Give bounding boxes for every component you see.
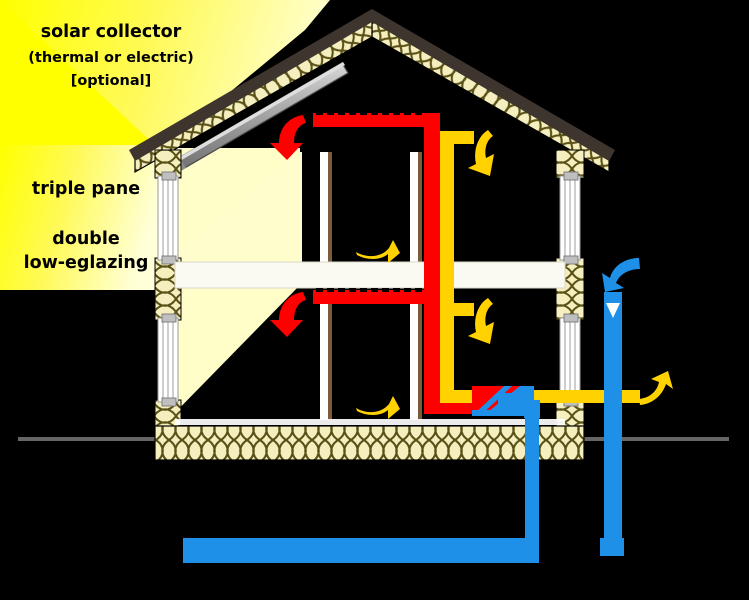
intake-triangle-icon xyxy=(606,303,620,318)
interior-partition-upper-right xyxy=(410,152,422,262)
glazing-label-line1: triple pane xyxy=(32,179,140,199)
upper-return-arrow xyxy=(468,130,494,176)
outdoor-riser-bottom-joint xyxy=(600,538,624,556)
outdoor-riser-pipe xyxy=(604,292,622,542)
intake-arrow xyxy=(602,258,640,292)
mid-return-arrow xyxy=(468,298,494,344)
lower-floor-line xyxy=(175,419,565,425)
glazing-label-line2: double xyxy=(52,229,120,249)
window-right-upper xyxy=(559,171,581,265)
glazing-label: triple pane double low-eglazing xyxy=(24,179,149,273)
return-riser xyxy=(440,131,454,403)
interior-partition-lower-right xyxy=(410,290,422,420)
glazing-label-line3: low-eglazing xyxy=(24,253,149,273)
window-left-lower xyxy=(157,313,179,407)
upper-supply-arrow xyxy=(270,115,306,160)
intake-cap xyxy=(604,292,622,300)
foundation-slab xyxy=(154,425,585,461)
roof-outer-edge-right xyxy=(372,9,615,161)
lower-supply-duct xyxy=(313,290,431,304)
solar-collector-label-line2: (thermal or electric) xyxy=(28,50,193,66)
solar-collector-label: solar collector (thermal or electric) [o… xyxy=(28,22,193,89)
heat-pump-unit xyxy=(472,386,538,416)
lower-supply-diffuser-notches xyxy=(316,288,422,292)
upper-supply-duct xyxy=(313,113,431,127)
window-left-upper xyxy=(157,171,179,265)
interior-partition-upper-left xyxy=(320,152,332,262)
return-branch-upper xyxy=(440,131,474,144)
roof xyxy=(129,9,615,174)
lower-room-flow-arrow xyxy=(356,396,400,419)
return-branch-lower xyxy=(440,303,474,316)
roof-outer-edge-left xyxy=(129,9,372,161)
right-exterior-wall xyxy=(555,149,585,431)
interior-partition-lower-left xyxy=(320,290,332,420)
supply-riser xyxy=(424,113,440,413)
exhaust-arrow xyxy=(639,371,673,405)
upper-supply-diffuser-notches xyxy=(316,111,422,115)
solar-collector-label-line1: solar collector xyxy=(41,22,182,42)
upper-room-flow-arrow xyxy=(356,240,400,263)
solar-collector-label-line3: [optional] xyxy=(71,73,152,89)
ground-loop-heatpump-joint xyxy=(524,400,540,418)
ground-loop-bottom-run xyxy=(183,538,538,556)
mid-floor-slab xyxy=(174,261,566,289)
lower-supply-arrow xyxy=(270,292,306,337)
ground-loop-down-leg xyxy=(525,410,539,556)
